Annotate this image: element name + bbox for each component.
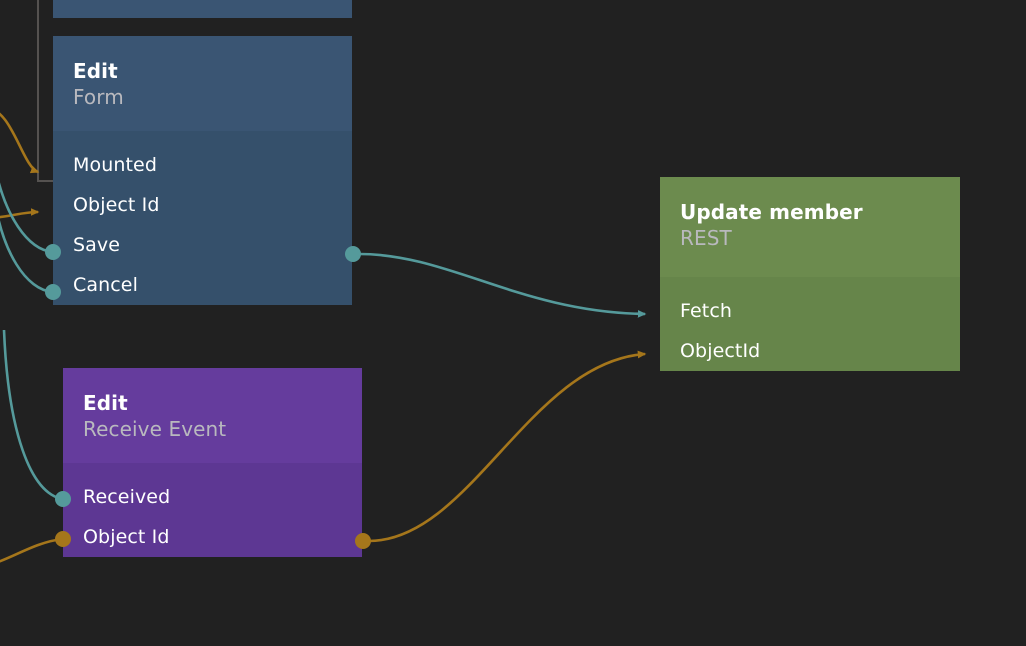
- node-subtitle: Receive Event: [83, 417, 227, 441]
- bracket-vertical-line: [37, 0, 39, 182]
- port-dot-object-id-input[interactable]: [55, 531, 71, 547]
- port-label: Object Id: [83, 526, 170, 548]
- node-header: Update member REST: [660, 177, 960, 277]
- port-row-object-id[interactable]: Object Id: [53, 185, 352, 225]
- port-label: Save: [73, 234, 121, 256]
- edge-offscreen-to-objectid: [0, 208, 40, 219]
- node-header: Edit Form: [53, 36, 352, 131]
- port-row-objectid[interactable]: ObjectId: [660, 331, 960, 371]
- port-dot-received-input[interactable]: [55, 491, 71, 507]
- node-edit-receive-event[interactable]: Edit Receive Event Received Object Id: [63, 368, 362, 580]
- port-dot-edit-form-output[interactable]: [345, 246, 361, 262]
- port-dot-save-input[interactable]: [45, 244, 61, 260]
- port-label: Mounted: [73, 154, 158, 176]
- node-title: Update member: [680, 200, 863, 224]
- node-title: Edit: [73, 59, 118, 83]
- edge-save-to-fetch: [358, 252, 647, 318]
- port-label: ObjectId: [680, 340, 761, 362]
- node-update-member[interactable]: Update member REST Fetch ObjectId: [660, 177, 960, 393]
- port-label: Cancel: [73, 274, 138, 296]
- port-label: Object Id: [73, 194, 160, 216]
- edge-offscreen-to-mounted: [0, 112, 40, 174]
- port-row-mounted[interactable]: Mounted: [53, 145, 352, 185]
- edge-objectid-from-offscreen: [0, 537, 64, 563]
- node-header: [53, 0, 352, 18]
- node-body: Received Object Id: [63, 463, 362, 557]
- node-body: Mounted Object Id Save Cancel: [53, 131, 352, 305]
- node-subtitle: REST: [680, 226, 732, 250]
- port-label: Received: [83, 486, 171, 508]
- node-subtitle: Form: [73, 85, 124, 109]
- port-row-fetch[interactable]: Fetch: [660, 291, 960, 331]
- port-row-object-id[interactable]: Object Id: [63, 517, 362, 557]
- port-dot-cancel-input[interactable]: [45, 284, 61, 300]
- port-dot-receive-event-output[interactable]: [355, 533, 371, 549]
- selection-bracket: [37, 0, 55, 184]
- port-row-received[interactable]: Received: [63, 477, 362, 517]
- port-label: Fetch: [680, 300, 733, 322]
- edge-received-to-offscreen: [2, 329, 64, 501]
- node-body: Fetch ObjectId: [660, 277, 960, 371]
- node-edit-form[interactable]: Edit Form Mounted Object Id Save Cancel: [53, 36, 352, 330]
- node-header: Edit Receive Event: [63, 368, 362, 463]
- bracket-horizontal-stub: [37, 180, 53, 182]
- port-row-cancel[interactable]: Cancel: [53, 265, 352, 305]
- edge-objectid-to-objectid: [368, 350, 647, 543]
- node-title: Edit: [83, 391, 128, 415]
- node-partial-top[interactable]: [53, 0, 352, 18]
- port-row-save[interactable]: Save: [53, 225, 352, 265]
- edge-cancel-to-offscreen: [0, 219, 54, 294]
